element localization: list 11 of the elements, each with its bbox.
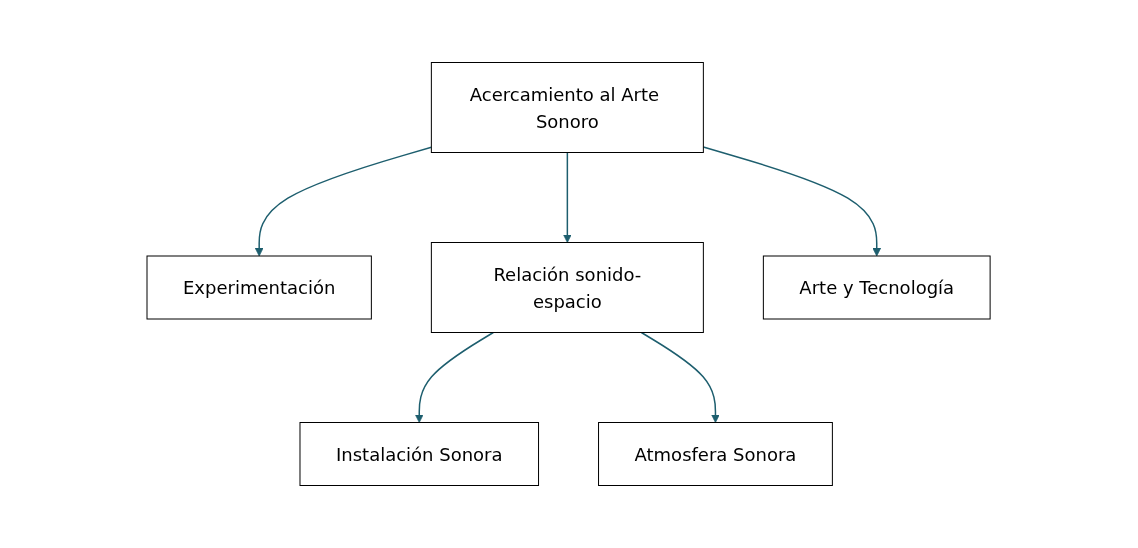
arrow: [255, 146, 433, 257]
node-box: Acercamiento al Arte Sonoro: [431, 62, 705, 153]
arrow: [415, 331, 495, 423]
arrow: [563, 151, 573, 243]
node-box: Atmosfera Sonora: [598, 422, 834, 486]
arrow: [703, 146, 882, 257]
node-box: Experimentación: [146, 255, 373, 320]
node-box: Relación sonido-espacio: [431, 242, 705, 333]
node-box: Arte y Tecnología: [763, 255, 992, 320]
node-box: Instalación Sonora: [299, 422, 540, 486]
arrow: [641, 331, 721, 423]
